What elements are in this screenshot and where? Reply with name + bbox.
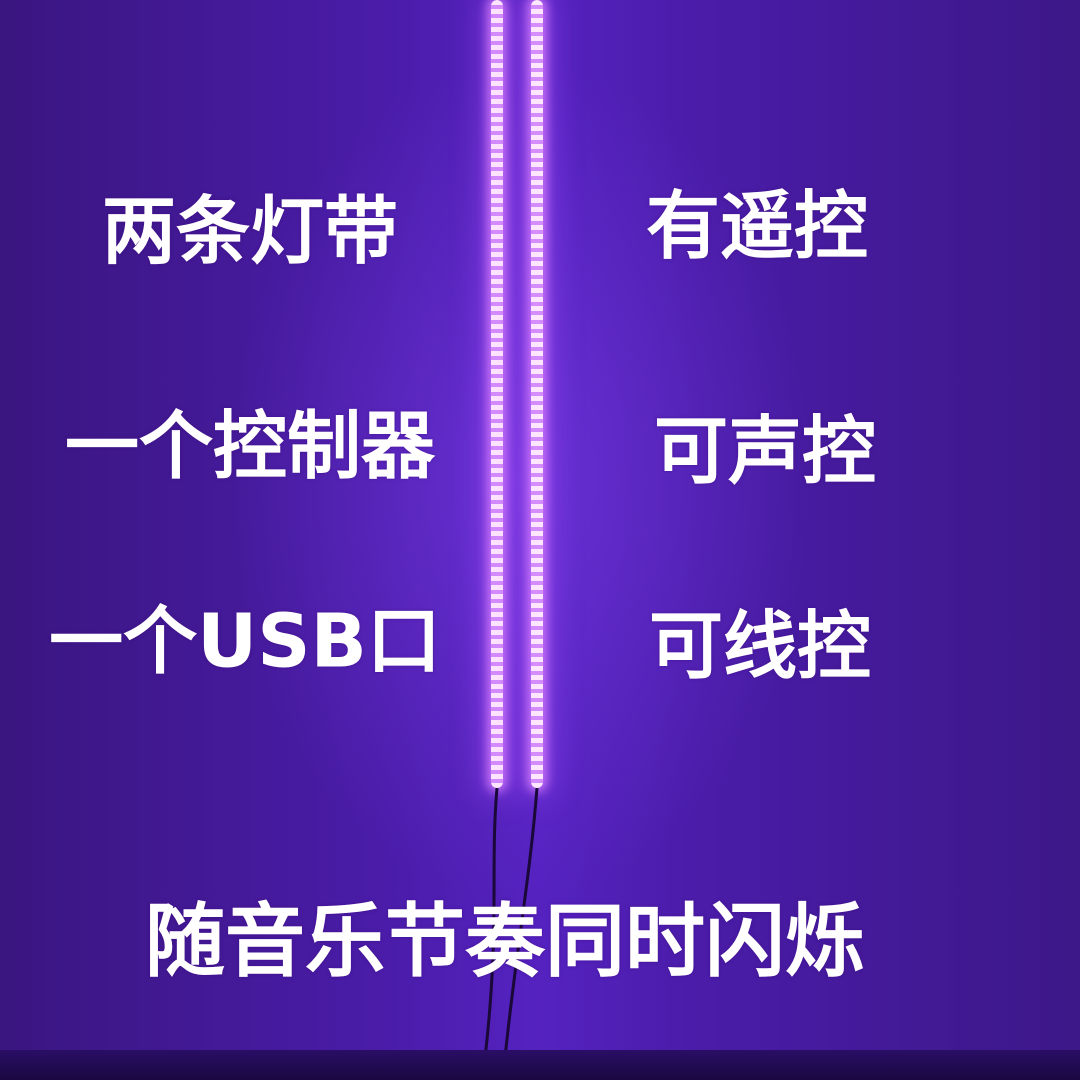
label-sound-control: 可声控 xyxy=(654,408,876,495)
label-one-usb: 一个USB口 xyxy=(49,598,441,685)
floor xyxy=(0,1050,1080,1080)
led-strip-left xyxy=(491,0,503,788)
caption-music-sync: 随音乐节奏同时闪烁 xyxy=(145,895,865,988)
label-two-strips: 两条灯带 xyxy=(102,188,398,275)
label-one-controller: 一个控制器 xyxy=(65,403,435,490)
label-wire-control: 可线控 xyxy=(649,603,871,690)
label-remote-control: 有遥控 xyxy=(646,183,868,270)
power-cables xyxy=(483,788,539,1058)
led-strip-right xyxy=(531,0,543,788)
